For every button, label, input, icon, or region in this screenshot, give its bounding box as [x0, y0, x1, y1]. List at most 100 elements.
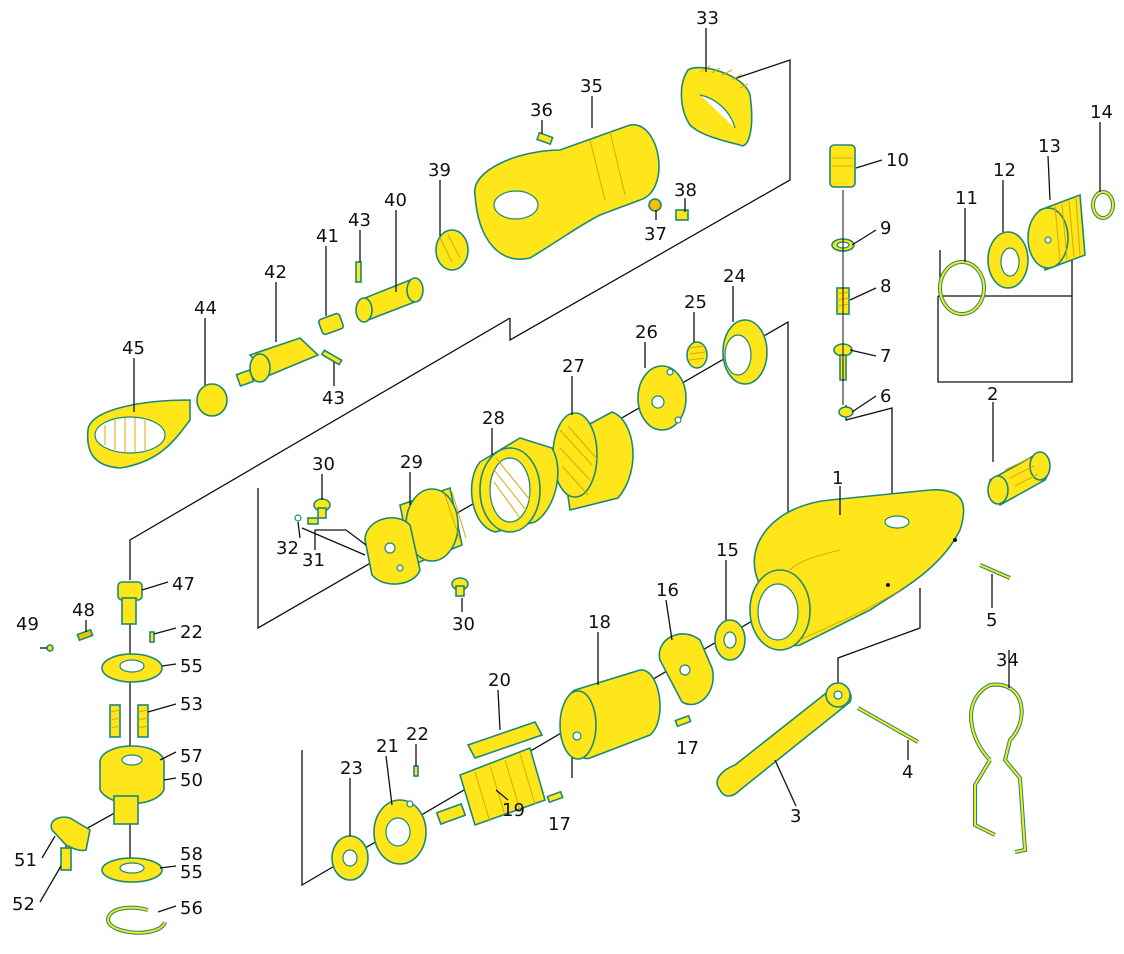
label-50: 50	[180, 770, 203, 791]
label-38: 38	[674, 180, 697, 201]
part-40-crank-shaft	[355, 277, 424, 323]
part-56-snap-ring	[105, 905, 167, 935]
part-17-pin	[674, 714, 692, 728]
label-29: 29	[400, 452, 423, 473]
label-32: 32	[276, 538, 299, 559]
label-30a: 30	[312, 454, 335, 475]
part-55-washer-upper	[101, 653, 163, 683]
label-25: 25	[684, 292, 707, 313]
part-42-yoke	[235, 337, 320, 388]
part-37-ball	[648, 198, 662, 212]
label-22b: 22	[180, 622, 203, 643]
label-26: 26	[635, 322, 658, 343]
label-57: 57	[180, 746, 203, 767]
label-35: 35	[580, 76, 603, 97]
part-33-boot	[680, 65, 753, 147]
part-14-snap-ring	[1091, 190, 1115, 220]
label-43a: 43	[348, 210, 371, 231]
part-49-ball	[46, 644, 54, 652]
part-15-bearing	[714, 619, 746, 661]
part-31-spring	[307, 517, 319, 525]
part-26-carrier	[637, 365, 687, 431]
label-36: 36	[530, 100, 553, 121]
part-21-front-plate	[373, 799, 427, 865]
part-44-pawl	[196, 383, 228, 417]
part-55-washer-lower	[101, 857, 163, 883]
part-45-ratchet-yoke	[86, 399, 191, 469]
label-42: 42	[264, 262, 287, 283]
label-15: 15	[716, 540, 739, 561]
label-14: 14	[1090, 102, 1113, 123]
label-10: 10	[886, 150, 909, 171]
label-4: 4	[902, 762, 913, 783]
part-20-vane	[466, 721, 544, 759]
part-38-plug	[675, 209, 689, 221]
part-4-pin	[857, 706, 919, 744]
part-16-rear-plate	[658, 633, 714, 706]
label-47: 47	[172, 574, 195, 595]
part-19-rotor	[435, 746, 546, 827]
label-3: 3	[790, 806, 801, 827]
label-11: 11	[955, 188, 978, 209]
part-23-bearing	[331, 835, 369, 881]
part-41-bushing	[317, 312, 345, 336]
part-51-lever	[50, 816, 91, 852]
label-49: 49	[16, 614, 39, 635]
part-39-bearing	[435, 229, 469, 271]
label-12: 12	[993, 160, 1016, 181]
label-44: 44	[194, 298, 217, 319]
label-19: 19	[502, 800, 525, 821]
part-1-housing	[749, 489, 965, 651]
part-3-lever	[716, 682, 852, 797]
part-52-pin	[60, 847, 72, 871]
part-13-muffler	[1027, 193, 1086, 272]
part-25-gear	[686, 341, 708, 369]
part-27-ring-gear	[552, 411, 634, 511]
part-28-nut	[470, 437, 559, 533]
part-36-screw	[536, 131, 554, 146]
part-35-head-housing	[474, 124, 660, 260]
label-45: 45	[122, 338, 145, 359]
label-34: 34	[996, 650, 1019, 671]
label-58: 58	[180, 844, 203, 865]
label-52: 52	[12, 894, 35, 915]
label-7: 7	[880, 346, 891, 367]
label-48: 48	[72, 600, 95, 621]
part-29-gear-housing	[364, 486, 467, 585]
label-43b: 43	[322, 388, 345, 409]
label-17a: 17	[676, 738, 699, 759]
label-30b: 30	[452, 614, 475, 635]
label-18: 18	[588, 612, 611, 633]
label-41: 41	[316, 226, 339, 247]
part-17-pin-lower	[546, 790, 564, 804]
label-55b: 55	[180, 862, 203, 883]
label-24: 24	[723, 266, 746, 287]
part-50-anvil	[99, 745, 165, 825]
part-5-pin	[979, 563, 1011, 580]
part-43-pin-lower	[320, 349, 343, 366]
part-43-pin-upper	[355, 261, 362, 283]
label-6: 6	[880, 386, 891, 407]
part-18-cylinder	[559, 669, 661, 760]
label-8: 8	[880, 276, 891, 297]
label-22a: 22	[406, 724, 429, 745]
label-21: 21	[376, 736, 399, 757]
label-16: 16	[656, 580, 679, 601]
label-2: 2	[987, 384, 998, 405]
part-53-springs	[109, 704, 149, 738]
label-17b: 17	[548, 814, 571, 835]
label-39: 39	[428, 160, 451, 181]
part-number-labels: 1 2 3 4 5 6 7 8 9 10 11 12 13 14 15 16 1…	[12, 8, 1113, 919]
label-13: 13	[1038, 136, 1061, 157]
part-30-screw	[313, 498, 331, 519]
label-40: 40	[384, 190, 407, 211]
part-22-pin	[413, 765, 419, 777]
label-53: 53	[180, 694, 203, 715]
part-12-washer	[987, 231, 1029, 289]
label-1: 1	[832, 468, 843, 489]
part-32-ball	[294, 514, 302, 522]
label-31: 31	[302, 550, 325, 571]
label-23: 23	[340, 758, 363, 779]
label-9: 9	[880, 218, 891, 239]
